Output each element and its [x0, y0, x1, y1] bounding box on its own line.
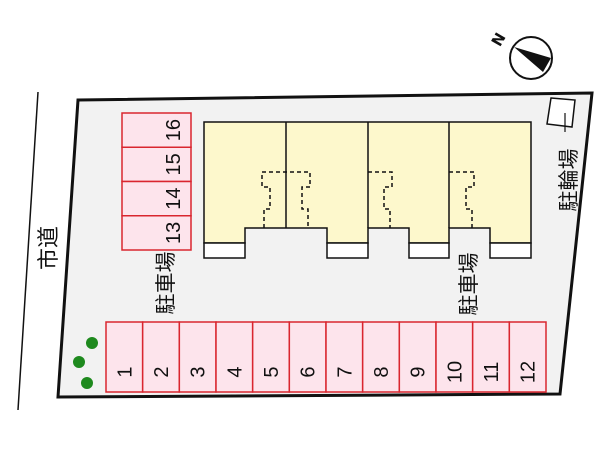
parking-space: 9 [398, 321, 437, 393]
parking-space: 15 [121, 146, 192, 183]
trees [73, 337, 98, 389]
apartment-building [203, 121, 532, 259]
bicycle-parking-label: 駐輪場 [557, 149, 581, 212]
parking-space: 4 [215, 321, 254, 393]
parking-space: 10 [435, 321, 474, 393]
parking-space-number: 5 [261, 366, 283, 377]
parking-space-number: 7 [334, 366, 356, 377]
road-edge-line [17, 91, 39, 411]
parking-space: 3 [178, 321, 217, 393]
parking-space-number: 4 [224, 366, 246, 377]
parking-space-number: 16 [163, 119, 185, 141]
tree-icon [81, 377, 93, 389]
parking-space-number: 6 [298, 366, 320, 377]
parking-label-right: 駐車場 [457, 253, 481, 316]
parking-space-number: 8 [371, 366, 393, 377]
parking-space-number: 15 [163, 153, 185, 175]
balcony [203, 242, 246, 259]
parking-space: 16 [121, 112, 192, 148]
parking-space-number: 1 [114, 366, 136, 377]
north-compass-icon: N [488, 30, 553, 80]
parking-space: 1 [105, 321, 144, 393]
parking-space: 6 [288, 321, 327, 393]
parking-space: 14 [121, 180, 192, 217]
parking-space: 8 [361, 321, 401, 393]
parking-space-number: 11 [481, 362, 503, 383]
parking-space: 12 [508, 321, 547, 393]
parking-space: 11 [471, 321, 511, 393]
bicycle-parking-area [546, 97, 576, 128]
parking-space-number: 3 [188, 366, 210, 377]
parking-space-number: 13 [163, 222, 185, 244]
parking-space-number: 2 [151, 366, 173, 377]
tree-icon [73, 356, 85, 368]
balcony [489, 242, 532, 259]
balcony [408, 242, 450, 259]
balcony [326, 242, 369, 259]
stair-outline [261, 171, 475, 228]
parking-space-number: 9 [408, 366, 430, 377]
parking-space: 2 [141, 321, 181, 393]
parking-space: 5 [251, 321, 291, 393]
parking-space-number: 10 [444, 361, 466, 383]
parking-label-left: 駐車場 [154, 252, 178, 315]
parking-top-left: 16 15 14 13 [121, 112, 192, 251]
parking-space: 13 [121, 215, 192, 251]
road-label: 市道 [37, 226, 62, 270]
north-label: N [488, 30, 510, 50]
tree-icon [86, 337, 98, 349]
parking-space-number: 12 [518, 361, 540, 383]
parking-space: 7 [325, 321, 364, 393]
parking-space-number: 14 [163, 188, 185, 210]
